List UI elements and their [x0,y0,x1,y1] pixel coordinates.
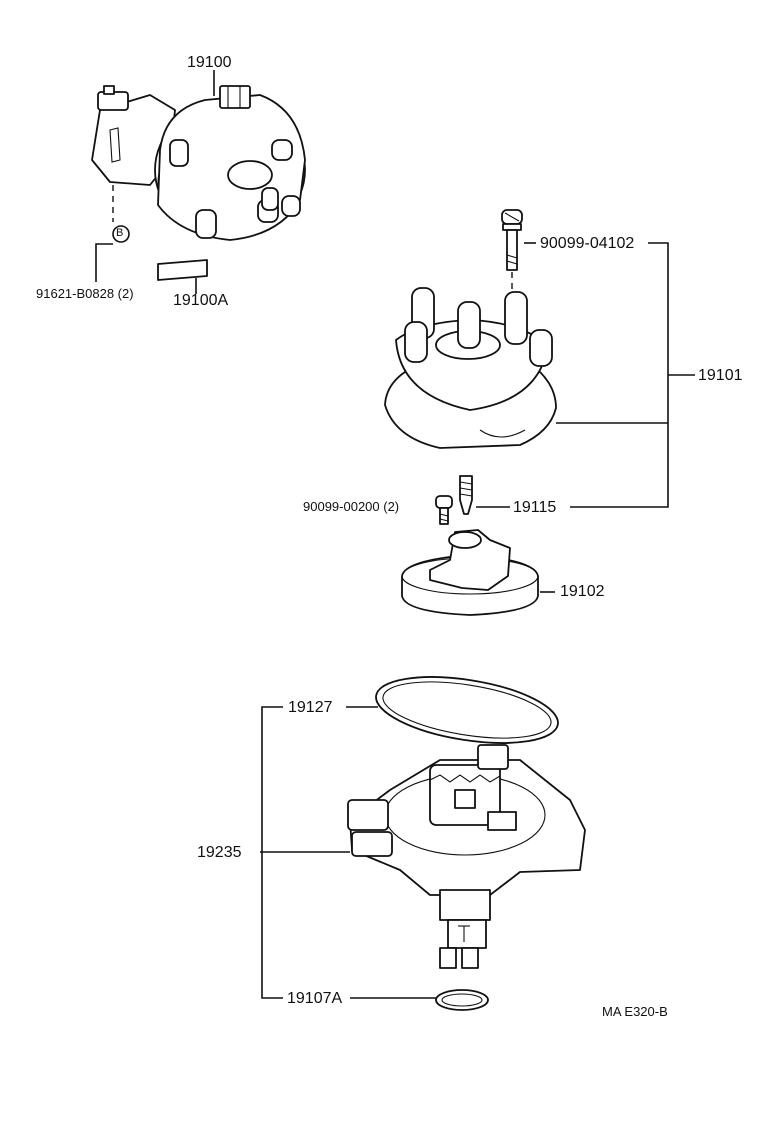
o-ring-19107a-drawing [350,989,489,1011]
part-number-19127: 19127 [288,699,333,716]
part-number-91621-b0828: 91621-B0828 (2) [36,286,134,301]
part-number-19101: 19101 [698,367,743,384]
part-number-90099-04102: 90099-04102 [540,235,635,252]
distributor-assembly-drawing [91,70,306,294]
part-number-19100: 19100 [187,54,232,71]
housing-19235-drawing [260,744,586,969]
circle-b-marker: B [116,227,124,239]
diagram-reference-code: MA E320-B [602,1004,668,1019]
part-number-19100a: 19100A [173,292,229,309]
part-number-19115: 19115 [513,499,557,516]
distributor-cap-drawing [384,287,668,449]
part-number-19235: 19235 [197,844,242,861]
part-number-19107a: 19107A [287,990,343,1007]
bracket-lines [261,242,695,999]
part-number-90099-00200: 90099-00200 (2) [303,499,400,514]
small-screw-and-brush-drawing [435,475,510,525]
rotor-drawing [401,529,555,616]
part-number-19102: 19102 [560,583,605,600]
o-ring-19127-drawing [346,676,559,744]
